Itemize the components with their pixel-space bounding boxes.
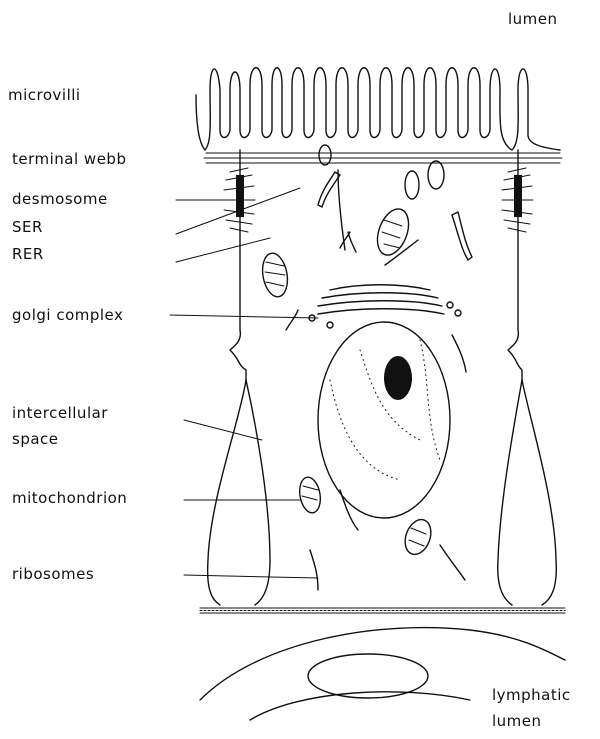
label-ser: SER bbox=[12, 218, 43, 236]
label-rer: RER bbox=[12, 245, 44, 263]
terminal-web bbox=[204, 153, 562, 163]
label-mitochondrion: mitochondrion bbox=[12, 489, 127, 507]
label-golgi-complex: golgi complex bbox=[12, 306, 123, 324]
left-intercellular-space bbox=[208, 380, 246, 605]
label-space: space bbox=[12, 430, 59, 448]
right-intercellular-space bbox=[498, 380, 522, 605]
lymphatic-nucleus bbox=[308, 654, 428, 698]
label-microvilli: microvilli bbox=[8, 86, 81, 104]
label-desmosome: desmosome bbox=[12, 190, 108, 208]
label-intercellular: intercellular bbox=[12, 404, 108, 422]
microvilli-border bbox=[205, 68, 560, 150]
label-lymphatic: lymphatic bbox=[492, 686, 571, 704]
endoplasmic-reticulum bbox=[286, 145, 472, 590]
label-lymphatic-lumen: lumen bbox=[492, 712, 542, 730]
right-desmosome bbox=[502, 168, 533, 232]
label-ribosomes: ribosomes bbox=[12, 565, 94, 583]
label-terminal-webb: terminal webb bbox=[12, 150, 126, 168]
leader-lines bbox=[170, 188, 318, 578]
label-lumen: lumen bbox=[508, 10, 558, 28]
